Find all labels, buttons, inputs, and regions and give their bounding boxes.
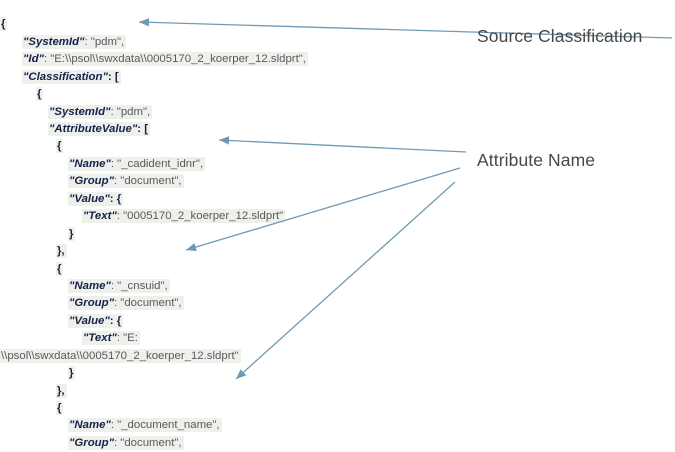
code-token-key: "Value" [69, 192, 110, 205]
code-line-text: "AttributeValue": [ [48, 122, 150, 137]
code-line-text: { [36, 87, 44, 102]
code-token-value: : "_cadident_idnr", [110, 157, 204, 170]
code-token-key: "Group" [69, 175, 114, 188]
code-token-punct: { [57, 402, 62, 415]
code-token-punct: { [37, 88, 42, 101]
code-line: { [0, 261, 460, 278]
code-line: } [0, 226, 460, 243]
code-token-key: "AttributeValue" [49, 123, 138, 136]
code-line: "Name": "_cnsuid", [0, 278, 460, 295]
code-line: }, [0, 243, 460, 260]
code-token-key: "Name" [69, 419, 111, 432]
code-token-key: "SystemId" [23, 35, 85, 48]
code-token-key: "Group" [69, 436, 114, 449]
code-token-key: "Value" [69, 314, 110, 327]
code-line-text: "SystemId": "pdm", [48, 104, 153, 119]
annotation-label-attribute-name: Attribute Name [477, 150, 596, 170]
code-line: "Classification": [ [0, 69, 460, 86]
code-line: }, [0, 383, 460, 400]
code-line: "Name": "_document_name", [0, 417, 460, 434]
code-line-text: \\psol\\swxdata\\0005170_2_koerper_12.sl… [0, 348, 241, 363]
code-line: { [0, 16, 460, 33]
code-line: "Value": { [0, 313, 460, 330]
code-line-text: { [56, 261, 64, 276]
code-token-key: "Classification" [23, 70, 108, 83]
code-token-punct: } [69, 227, 74, 240]
code-token-value: : "E:\\psol\\swxdata\\0005170_2_koerper_… [43, 53, 306, 66]
code-line-text: { [0, 17, 8, 32]
code-line: "Group": "document", [0, 435, 460, 452]
code-line-text: "Value": { [68, 191, 124, 206]
code-line: "Group": "document", [0, 295, 460, 312]
code-token-punct: } [69, 367, 74, 380]
code-token-value: : "document", [113, 175, 182, 188]
code-token-punct: }, [57, 384, 65, 397]
code-token-punct: { [1, 18, 6, 31]
code-line: "Name": "_cadident_idnr", [0, 156, 460, 173]
code-line: "SystemId": "pdm", [0, 34, 460, 51]
code-line: "SystemId": "pdm", [0, 104, 460, 121]
code-token-punct: { [57, 140, 62, 153]
code-token-value: : "pdm", [84, 35, 125, 48]
code-token-value: : "_cnsuid", [110, 279, 168, 292]
code-line: "Group": "document", [0, 173, 460, 190]
json-code-block: {"SystemId": "pdm","Id": "E:\\psol\\swxd… [0, 16, 460, 452]
code-line: "Text": "0005170_2_koerper_12.sldprt" [0, 208, 460, 225]
code-line: } [0, 365, 460, 382]
code-line: "Id": "E:\\psol\\swxdata\\0005170_2_koer… [0, 51, 460, 68]
code-token-punct: : [ [107, 70, 119, 83]
code-token-value: : "0005170_2_koerper_12.sldprt" [116, 210, 284, 223]
code-line-text: "Text": "E: [82, 331, 140, 346]
code-line: "Value": { [0, 191, 460, 208]
code-line-text: { [56, 401, 64, 416]
code-line: { [0, 86, 460, 103]
code-line-text: "Text": "0005170_2_koerper_12.sldprt" [82, 209, 286, 224]
code-line-text: "Value": { [68, 313, 124, 328]
code-line-text: "Name": "_document_name", [68, 418, 222, 433]
code-token-key: "Text" [83, 332, 117, 345]
code-token-punct: }, [57, 245, 65, 258]
code-token-key: "Group" [69, 297, 114, 310]
code-line-text: } [68, 226, 76, 241]
code-line-text: }, [56, 383, 67, 398]
code-token-key: "SystemId" [49, 105, 111, 118]
code-token-punct: : { [109, 192, 122, 205]
code-token-punct: { [57, 262, 62, 275]
code-token-key: "Id" [23, 53, 44, 66]
code-token-value: : "_document_name", [110, 419, 220, 432]
code-line: "AttributeValue": [ [0, 121, 460, 138]
code-token-value: : "E: [116, 332, 138, 345]
code-token-value: : "document", [113, 297, 182, 310]
code-line: { [0, 138, 460, 155]
code-line-text: "Classification": [ [22, 69, 121, 84]
code-line-text: }, [56, 244, 67, 259]
code-line: "Text": "E: [0, 330, 460, 347]
code-line-text: "Group": "document", [68, 174, 184, 189]
code-line-text: "Group": "document", [68, 296, 184, 311]
code-line-text: "Name": "_cnsuid", [68, 278, 170, 293]
code-token-value: \\psol\\swxdata\\0005170_2_koerper_12.sl… [1, 349, 239, 362]
code-token-value: : "document", [113, 436, 182, 449]
code-token-punct: : { [109, 314, 122, 327]
code-token-key: "Name" [69, 157, 111, 170]
code-line: \\psol\\swxdata\\0005170_2_koerper_12.sl… [0, 348, 460, 365]
code-line-text: "Id": "E:\\psol\\swxdata\\0005170_2_koer… [22, 52, 308, 67]
code-line-text: "Group": "document", [68, 435, 184, 450]
annotated-json-figure: {"SystemId": "pdm","Id": "E:\\psol\\swxd… [0, 17, 673, 450]
code-token-key: "Name" [69, 279, 111, 292]
annotation-label-source-classification: Source Classification [477, 26, 643, 46]
code-token-punct: : [ [137, 123, 148, 136]
code-line: { [0, 400, 460, 417]
code-line-text: "SystemId": "pdm", [22, 34, 127, 49]
code-line-text: "Name": "_cadident_idnr", [68, 156, 206, 171]
code-line-text: { [56, 139, 64, 154]
code-token-value: : "pdm", [110, 105, 151, 118]
code-token-key: "Text" [83, 210, 117, 223]
code-line-text: } [68, 366, 76, 381]
